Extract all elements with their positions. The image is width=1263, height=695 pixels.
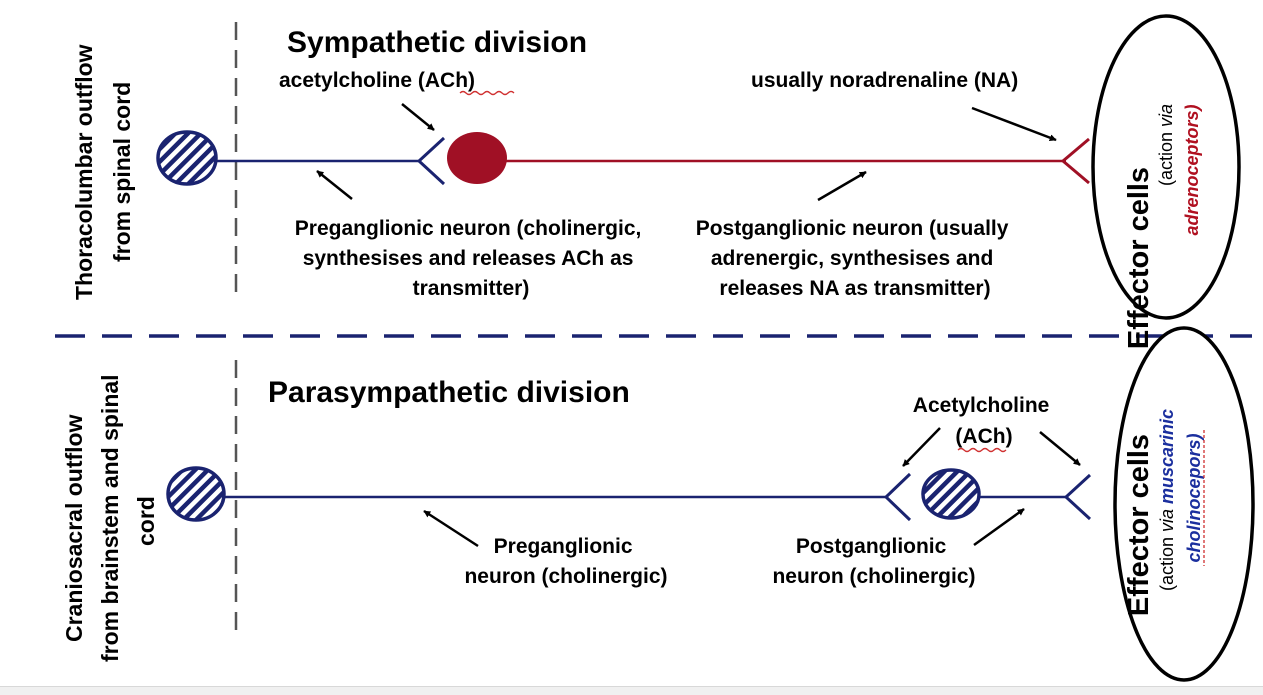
sympathetic-pre-terminal (416, 136, 446, 186)
sympathetic-ach-label: acetylcholine (ACh) (279, 69, 475, 92)
parasympathetic-title: Parasympathetic division (268, 376, 630, 409)
para-pre-label: Preganglionic neuron (cholinergic) (464, 535, 667, 588)
para-pre-terminal (883, 472, 912, 522)
sympathetic-post-label: Postganglionic neuron (usually adrenergi… (696, 217, 1015, 300)
arrow-pre-para (423, 509, 479, 548)
sympathetic-cell-body (156, 130, 218, 186)
para-side-label-2: from brainstem and spinal (97, 374, 123, 662)
sympathetic-effector-ellipse (1091, 14, 1241, 320)
para-ach-label: Acetylcholine (ACh) (913, 394, 1055, 448)
para-post-terminal (1063, 473, 1092, 521)
sympathetic-side-label-2: from spinal cord (109, 82, 135, 262)
arrow-post-para (973, 507, 1025, 547)
arrow-ach-sym (401, 103, 435, 131)
para-effector-ellipse (1113, 326, 1255, 682)
para-side-label: Craniosacral outflow (61, 414, 87, 642)
sympathetic-effector-action: (action via (1156, 104, 1176, 186)
sympathetic-title: Sympathetic division (287, 26, 587, 59)
parasympathetic-division: Craniosacral outflow from brainstem and … (61, 326, 1255, 682)
arrow-ach-para-left (902, 427, 941, 467)
sympathetic-pre-label: Preganglionic neuron (cholinergic, synth… (295, 217, 647, 300)
sympathetic-ganglion-cell (447, 132, 507, 184)
sympathetic-division: Thoracolumbar outflow from spinal cord S… (71, 14, 1241, 349)
window-bottom-bar (0, 686, 1263, 695)
para-effector-title: Effector cells (1123, 434, 1155, 616)
para-post-label: Postganglionic neuron (cholinergic) (772, 535, 975, 588)
para-side-label-3: cord (133, 496, 159, 546)
arrow-post-sym (817, 170, 867, 202)
para-effector-action: (action via muscarinic (1157, 409, 1177, 591)
para-effector-target: cholinocepors) (1184, 433, 1204, 562)
para-ach-squiggle (957, 447, 1007, 453)
sympathetic-na-label: usually noradrenaline (NA) (751, 69, 1018, 92)
arrow-pre-sym (316, 170, 353, 200)
sympathetic-effector-target: adrenoceptors) (1182, 104, 1202, 235)
sympathetic-side-label: Thoracolumbar outflow (71, 44, 97, 300)
para-ganglion-cell (921, 468, 981, 520)
ach-squiggle (459, 90, 515, 96)
sympathetic-effector-title: Effector cells (1123, 167, 1155, 349)
para-cell-body (166, 466, 226, 522)
arrow-ach-para-right (1039, 431, 1081, 466)
sympathetic-post-terminal (1060, 137, 1090, 185)
arrow-na-sym (971, 106, 1057, 142)
